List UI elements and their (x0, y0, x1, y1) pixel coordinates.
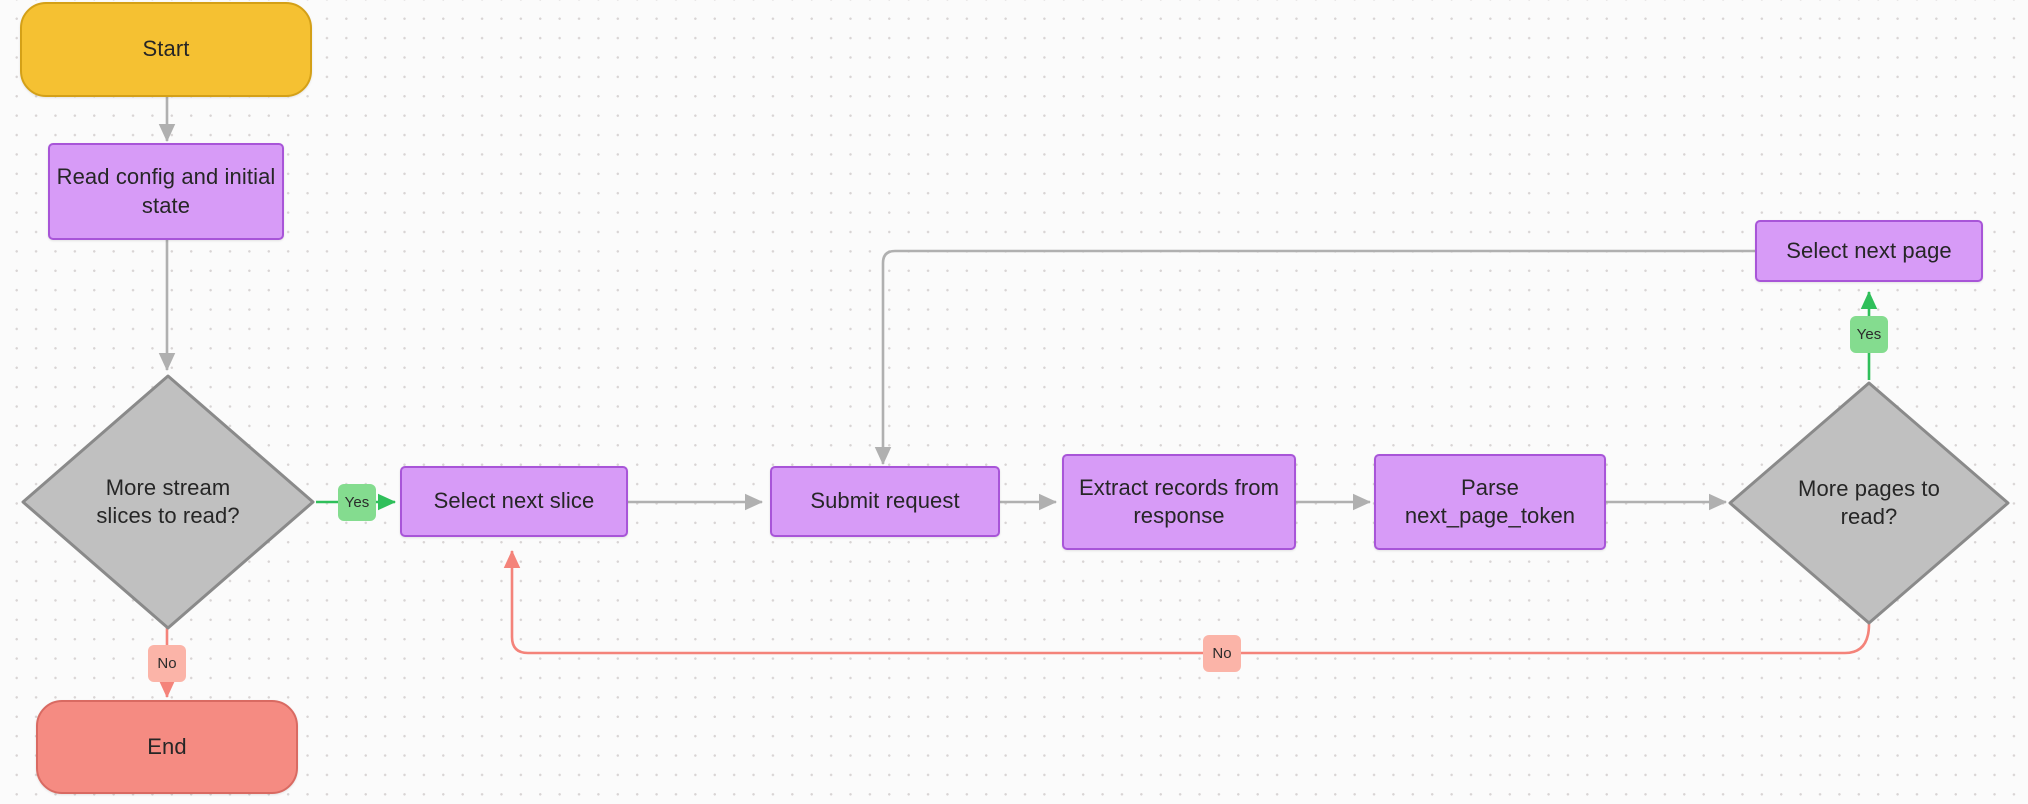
edge-label-slices-no: No (148, 645, 186, 682)
node-parse-next-page-token[interactable]: Parse next_page_token (1374, 454, 1606, 550)
node-more-pages[interactable]: More pages to read? (1727, 380, 2011, 626)
node-parse-next-page-token-label: Parse next_page_token (1404, 474, 1576, 528)
node-select-next-page-label: Select next page (1786, 237, 1952, 263)
node-read-config[interactable]: Read config and initial state (48, 143, 284, 240)
node-select-next-slice[interactable]: Select next slice (400, 466, 628, 537)
node-start-label: Start (142, 36, 190, 62)
node-extract-records-label: Extract records from response (1078, 474, 1280, 528)
node-submit-request[interactable]: Submit request (770, 466, 1000, 537)
node-select-next-page[interactable]: Select next page (1755, 220, 1983, 282)
edge-label-pages-yes: Yes (1850, 316, 1888, 353)
edge-label-pages-no: No (1203, 635, 1241, 672)
edge-more-pages-no-to-next-slice (503, 549, 1871, 655)
node-extract-records[interactable]: Extract records from response (1062, 454, 1296, 550)
edge-next-page-to-submit (874, 249, 1755, 466)
edge-label-slices-yes: Yes (338, 484, 376, 521)
node-end[interactable]: End (36, 700, 298, 794)
edge-label-slices-no-text: No (157, 655, 177, 672)
node-more-pages-label: More pages to read? (1798, 475, 1940, 529)
node-more-stream-slices-label: More stream slices to read? (96, 474, 240, 528)
edge-label-pages-yes-text: Yes (1856, 326, 1882, 343)
node-more-stream-slices[interactable]: More stream slices to read? (20, 373, 316, 631)
node-start[interactable]: Start (20, 2, 312, 97)
node-read-config-label: Read config and initial state (56, 164, 276, 218)
edge-label-slices-yes-text: Yes (344, 494, 370, 511)
node-end-label: End (147, 733, 187, 759)
node-submit-request-label: Submit request (810, 488, 960, 514)
node-select-next-slice-label: Select next slice (433, 488, 595, 514)
edge-label-pages-no-text: No (1212, 645, 1232, 662)
